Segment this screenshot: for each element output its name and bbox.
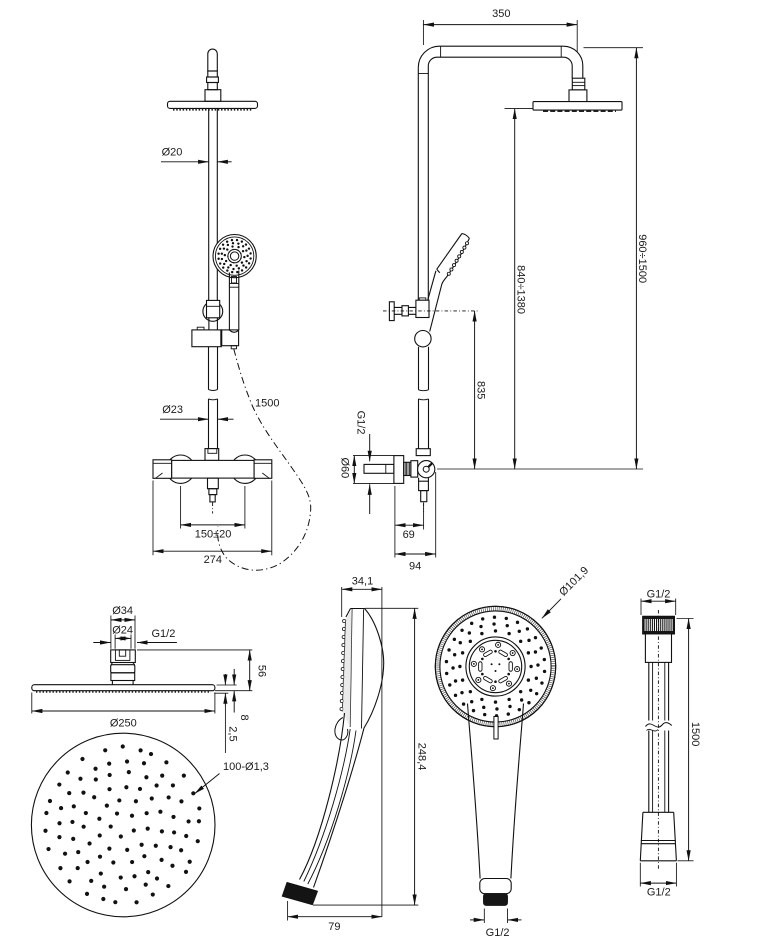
svg-text:G1/2: G1/2 (486, 927, 510, 939)
svg-text:Ø34: Ø34 (112, 605, 133, 617)
svg-text:1500: 1500 (255, 398, 279, 410)
svg-text:Ø23: Ø23 (162, 404, 183, 416)
svg-text:274: 274 (204, 554, 222, 566)
svg-text:960÷1500: 960÷1500 (636, 234, 648, 283)
svg-text:2,5: 2,5 (227, 726, 239, 741)
svg-text:835: 835 (475, 381, 487, 399)
svg-text:G1/2: G1/2 (647, 588, 671, 600)
svg-text:69: 69 (403, 529, 415, 541)
svg-text:8: 8 (238, 715, 250, 721)
svg-text:79: 79 (328, 921, 340, 933)
svg-text:100-Ø1,3: 100-Ø1,3 (223, 761, 269, 773)
svg-text:94: 94 (409, 560, 421, 572)
svg-text:Ø24: Ø24 (112, 624, 133, 636)
svg-text:56: 56 (256, 665, 268, 677)
svg-text:G1/2: G1/2 (354, 411, 366, 435)
svg-text:350: 350 (492, 8, 510, 20)
svg-text:840÷1380: 840÷1380 (514, 265, 526, 314)
svg-text:Ø20: Ø20 (162, 147, 183, 159)
svg-text:G1/2: G1/2 (152, 628, 176, 640)
svg-text:34,1: 34,1 (352, 576, 373, 588)
svg-text:Ø250: Ø250 (110, 717, 137, 729)
svg-text:Ø60: Ø60 (338, 458, 350, 479)
svg-text:150±20: 150±20 (195, 529, 232, 541)
svg-text:248,4: 248,4 (416, 743, 428, 771)
svg-text:G1/2: G1/2 (647, 886, 671, 898)
svg-text:1500: 1500 (689, 722, 701, 746)
